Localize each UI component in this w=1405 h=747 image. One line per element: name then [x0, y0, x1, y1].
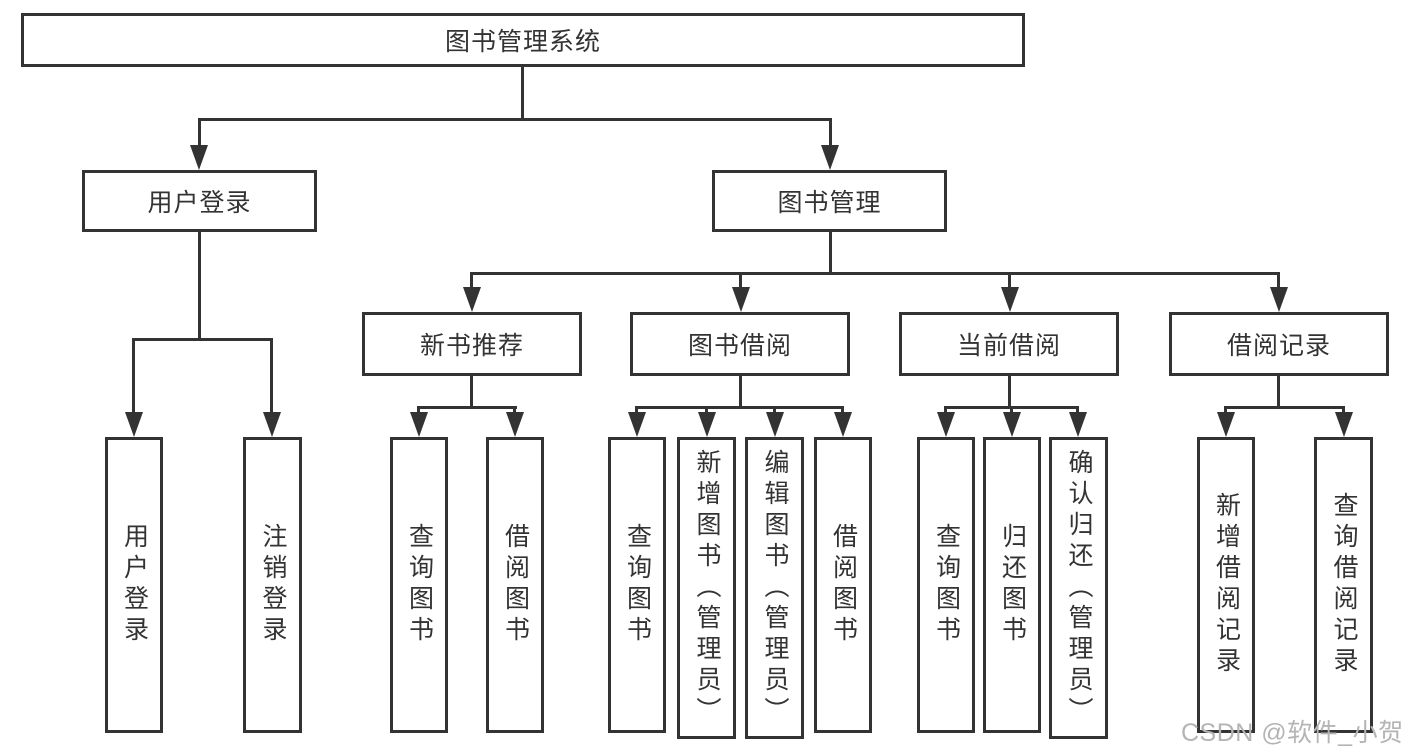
- leaf-label: 归还图书: [998, 523, 1027, 647]
- leaf-label: 注销登录: [259, 523, 287, 647]
- connector-user-bus: [132, 338, 273, 341]
- node-current-borrow: 当前借阅: [899, 312, 1119, 376]
- arrow-down-icon: [190, 145, 208, 170]
- connector-drop: [1277, 272, 1280, 290]
- leaf-label: 查询图书: [405, 523, 434, 647]
- leaf-query-book: 查询图书: [608, 437, 666, 733]
- connector-stub: [1277, 376, 1280, 409]
- connector-stub: [739, 376, 742, 409]
- node-book-mgmt: 图书管理: [712, 170, 947, 232]
- leaf-confirm-return-admin: 确认归还（管理员）: [1049, 437, 1108, 739]
- node-book-borrow: 图书借阅: [630, 312, 850, 376]
- node-root-label: 图书管理系统: [444, 28, 601, 56]
- arrow-down-icon: [1335, 412, 1353, 437]
- connector-bus: [635, 406, 844, 409]
- connector-bus: [1224, 406, 1345, 409]
- connector-root-stub: [521, 67, 524, 121]
- leaf-return-book: 归还图书: [983, 437, 1041, 733]
- leaf-query-book: 查询图书: [390, 437, 448, 733]
- watermark-text: CSDN @软件_小贺同学: [1181, 719, 1405, 747]
- leaf-label: 查询图书: [932, 523, 961, 647]
- connector-stub: [1008, 376, 1011, 409]
- connector-drop: [1008, 272, 1011, 290]
- connector-stub: [470, 376, 473, 409]
- leaf-query-book: 查询图书: [917, 437, 975, 733]
- connector-mgmt-stub: [829, 232, 832, 275]
- connector-user-stub: [198, 232, 201, 341]
- leaf-label: 新增图书（管理员）: [693, 448, 721, 728]
- node-new-book-recommend: 新书推荐: [362, 312, 582, 376]
- leaf-label: 借阅图书: [501, 523, 530, 647]
- node-label: 借阅记录: [1226, 332, 1331, 360]
- leaf-borrow-book: 借阅图书: [814, 437, 872, 733]
- connector-drop-user-login: [198, 118, 201, 148]
- node-root: 图书管理系统: [21, 13, 1025, 67]
- leaf-query-borrow-record: 查询借阅记录: [1314, 437, 1373, 733]
- connector-drop: [470, 272, 473, 290]
- arrow-down-icon: [1001, 287, 1019, 312]
- leaf-edit-book-admin: 编辑图书（管理员）: [745, 437, 804, 739]
- arrow-down-icon: [506, 412, 524, 437]
- leaf-label: 查询借阅记录: [1330, 492, 1358, 678]
- leaf-label: 用户登录: [120, 523, 149, 647]
- arrow-down-icon: [834, 412, 852, 437]
- arrow-down-icon: [1069, 412, 1087, 437]
- arrow-down-icon: [1270, 287, 1288, 312]
- leaf-logout: 注销登录: [243, 437, 302, 733]
- arrow-down-icon: [628, 412, 646, 437]
- arrow-down-icon: [937, 412, 955, 437]
- arrow-down-icon: [821, 145, 839, 170]
- arrow-down-icon: [125, 412, 143, 437]
- connector-level2-bus: [198, 118, 831, 121]
- arrow-down-icon: [463, 287, 481, 312]
- arrow-down-icon: [410, 412, 428, 437]
- connector-drop: [739, 272, 742, 290]
- node-label: 图书借阅: [687, 332, 792, 360]
- leaf-add-borrow-record: 新增借阅记录: [1197, 437, 1255, 733]
- leaf-user-login: 用户登录: [105, 437, 163, 733]
- node-user-login-label: 用户登录: [147, 189, 252, 217]
- node-label: 新书推荐: [419, 332, 524, 360]
- arrow-down-icon: [766, 412, 784, 437]
- leaf-add-book-admin: 新增图书（管理员）: [677, 437, 736, 739]
- arrow-down-icon: [698, 412, 716, 437]
- connector-drop-book-mgmt: [829, 118, 832, 148]
- connector-drop: [132, 338, 135, 416]
- arrow-down-icon: [732, 287, 750, 312]
- leaf-label: 编辑图书（管理员）: [761, 448, 789, 728]
- leaf-borrow-book: 借阅图书: [486, 437, 544, 733]
- node-book-mgmt-label: 图书管理: [777, 189, 882, 217]
- arrow-down-icon: [1003, 412, 1021, 437]
- connector-level3-bus: [470, 272, 1280, 275]
- leaf-label: 新增借阅记录: [1212, 492, 1241, 678]
- connector-bus: [417, 406, 517, 409]
- node-label: 当前借阅: [956, 332, 1061, 360]
- arrow-down-icon: [263, 412, 281, 437]
- leaf-label: 确认归还（管理员）: [1065, 448, 1093, 728]
- leaf-label: 借阅图书: [829, 523, 858, 647]
- arrow-down-icon: [1217, 412, 1235, 437]
- node-borrow-record: 借阅记录: [1169, 312, 1389, 376]
- connector-drop: [270, 338, 273, 416]
- node-user-login: 用户登录: [82, 170, 317, 232]
- leaf-label: 查询图书: [623, 523, 652, 647]
